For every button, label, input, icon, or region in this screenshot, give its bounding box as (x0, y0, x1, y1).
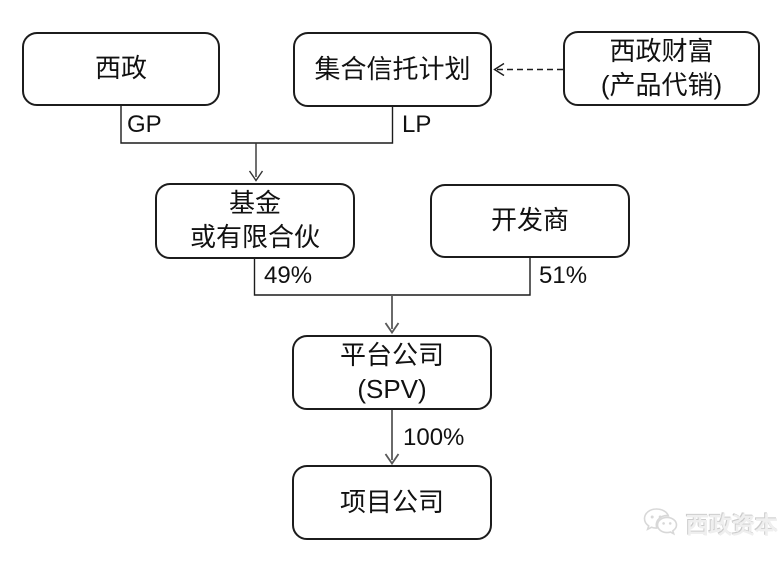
edge-label-fund-share: 49% (264, 262, 313, 289)
edge-arrowhead-to-fund (248, 170, 264, 182)
edge-arrowhead-to-project (384, 453, 400, 466)
node-xizheng-wealth-line1: 西政财富 (609, 35, 714, 66)
edge-label-lp: LP (402, 111, 432, 138)
node-trust-plan: 集合信托计划 (293, 32, 492, 107)
node-developer-label: 开发商 (490, 205, 569, 236)
node-developer: 开发商 (430, 184, 630, 258)
node-platform-spv-line1: 平台公司 (339, 339, 444, 370)
watermark-text: 西政资本 (686, 512, 778, 538)
node-project-company: 项目公司 (292, 465, 492, 540)
node-xizheng-wealth-line2: (产品代销) (600, 69, 723, 100)
node-xizheng-label: 西政 (94, 53, 147, 84)
edge-label-spv-share: 100% (403, 424, 465, 451)
edge-arrowhead-to-spv (384, 322, 400, 335)
node-xizheng: 西政 (22, 32, 220, 106)
node-fund: 基金 或有限合伙 (155, 183, 355, 259)
watermark: 西政资本 (642, 506, 778, 540)
edge-dashed-arrowhead (493, 62, 505, 77)
node-xizheng-wealth: 西政财富 (产品代销) (563, 31, 760, 106)
node-platform-spv-line2: (SPV) (357, 373, 427, 404)
edge-gp-lp-elbow (120, 106, 394, 144)
wechat-icon (643, 508, 678, 536)
node-project-company-label: 项目公司 (339, 486, 444, 517)
edge-label-gp: GP (127, 111, 162, 138)
node-fund-line2: 或有限合伙 (189, 222, 320, 252)
node-fund-line1: 基金 (228, 188, 281, 219)
edge-label-developer-share: 51% (539, 262, 588, 289)
node-trust-plan-label: 集合信托计划 (314, 53, 471, 84)
node-platform-spv: 平台公司 (SPV) (292, 335, 492, 410)
